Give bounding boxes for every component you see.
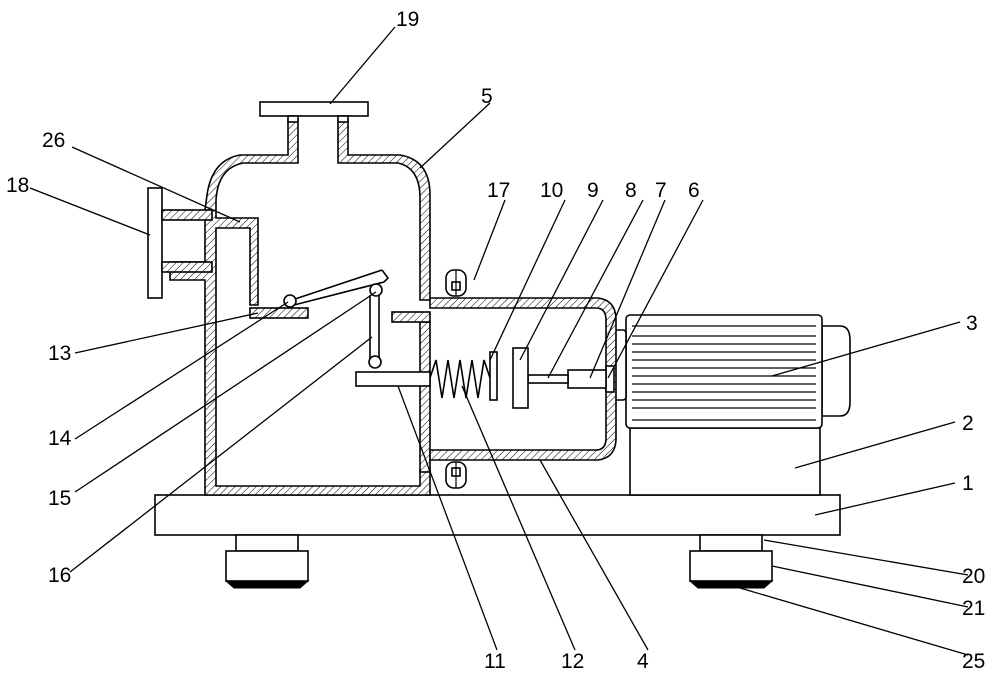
label-21: 21 [962,597,985,620]
label-17: 17 [487,179,510,202]
label-6: 6 [688,179,700,202]
label-8: 8 [625,179,637,202]
label-18: 18 [6,174,29,197]
label-12: 12 [561,650,584,673]
left-foot [224,534,310,589]
piston-housing [429,297,617,461]
label-25: 25 [962,650,985,673]
clamp-bottom [445,461,467,489]
label-5: 5 [481,85,493,108]
piston-rod [527,374,569,384]
coupling-block [567,369,607,389]
label-10: 10 [540,179,563,202]
part-labels: 19 5 26 18 17 10 9 8 7 6 3 2 1 13 14 15 … [6,8,985,673]
leader-lines [29,26,969,656]
label-19: 19 [396,8,419,31]
label-20: 20 [962,565,985,588]
motor [613,314,851,429]
outlet-neck-left [287,115,299,123]
label-2: 2 [962,412,974,435]
label-1: 1 [962,472,974,495]
label-9: 9 [587,179,599,202]
label-4: 4 [637,650,649,673]
right-foot [688,534,774,589]
base-plate [154,494,841,536]
label-11: 11 [484,650,506,673]
label-26: 26 [42,129,65,152]
clamp-top [445,269,467,297]
piston-disc [512,347,529,409]
motor-base [629,427,821,496]
outlet-neck-right [337,115,349,123]
tank-body [169,119,431,496]
inlet-pipe-bottom [161,261,213,273]
slider-rod [355,371,431,387]
spring [429,359,491,399]
label-16: 16 [48,564,71,587]
linkage [283,269,390,369]
inlet-pipe-top [161,209,213,221]
inlet-flange [147,187,163,299]
label-13: 13 [48,342,71,365]
label-14: 14 [48,427,72,450]
label-15: 15 [48,487,71,510]
label-7: 7 [655,179,667,202]
outlet-flange [259,101,369,117]
label-3: 3 [966,312,978,335]
